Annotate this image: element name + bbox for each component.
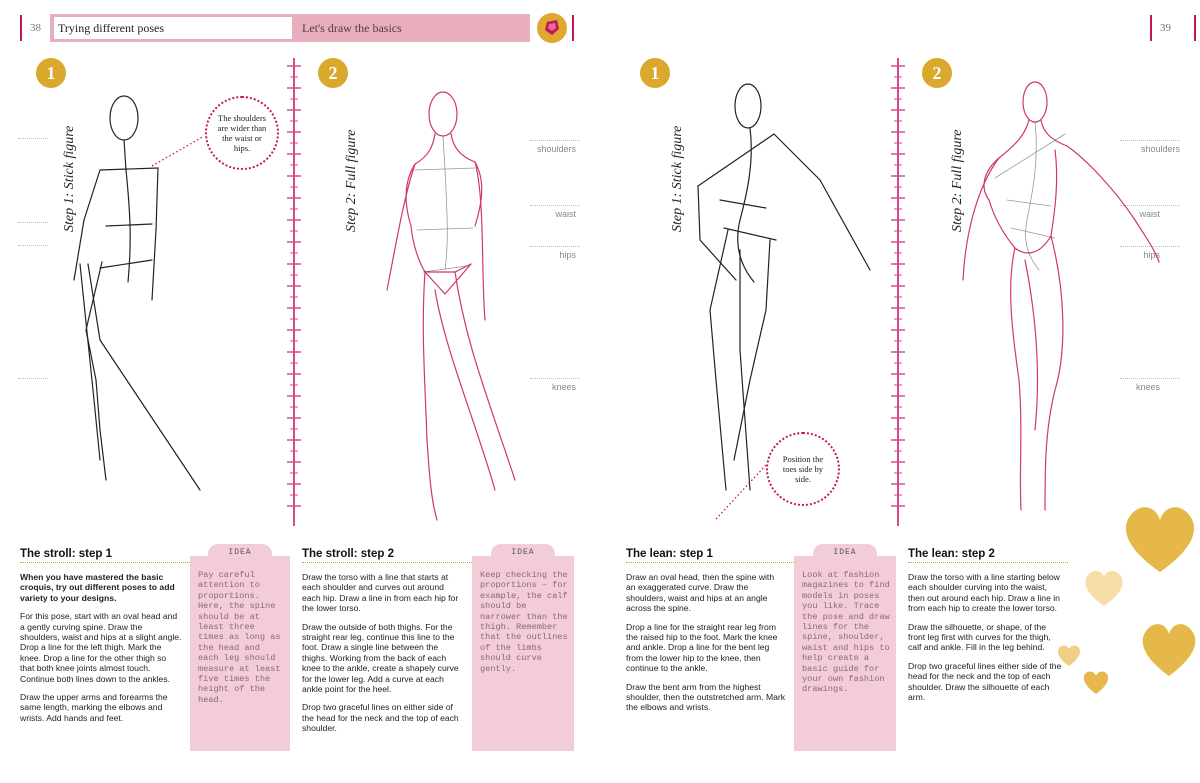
section-title-lean-1: The lean: step 1 [626,548,713,560]
guide-line [18,138,48,139]
paragraph: Draw the torso with a line that starts a… [302,572,459,614]
guide-line [530,140,580,141]
guide-shoulders: shoulders [1140,144,1180,154]
header-bar: Trying different poses Let's draw the ba… [50,14,530,42]
paragraph: Draw the outside of both thighs. For the… [302,621,459,695]
idea-tab: IDEA [813,544,877,564]
section-text-lean-2: Draw the torso with a line starting belo… [908,572,1064,710]
idea-tab: IDEA [208,544,272,564]
heart-decoration [1142,624,1196,676]
paragraph: Drop two graceful lines on either side o… [302,702,459,734]
paragraph: Draw an oval head, then the spine with a… [626,572,775,614]
idea-box: IDEA Look at fashion magazines to find m… [794,544,896,751]
guide-line [530,246,580,247]
guide-line [18,222,48,223]
measure-ruler [891,58,905,526]
heart-decoration [1083,671,1109,694]
full-figure-lean [962,81,1160,511]
guide-waist: waist [1139,209,1160,219]
header-title: Trying different poses [54,17,292,39]
section-rule [302,562,472,563]
guide-knees: knees [1135,382,1160,392]
section-title-lean-2: The lean: step 2 [908,548,995,560]
callout-pointer [151,135,205,167]
right-page: 39 1 2 Step 1: Stick figure Step 2: Full… [600,0,1200,783]
guide-waist: waist [555,209,576,219]
section-rule [908,562,1068,563]
callout-shoulders: The shoulders are wider than the waist o… [205,96,279,170]
paragraph: Draw the upper arms and forearms the sam… [20,692,168,723]
page-edge-mark [1194,15,1196,41]
heart-decoration [1125,507,1195,572]
heart-decoration [1085,570,1123,606]
page-number: 39 [1160,22,1171,34]
idea-text: Look at fashion magazines to find models… [802,570,890,695]
guide-line [18,245,48,246]
guide-line [1120,246,1180,247]
book-logo [537,13,567,43]
step-badge-1: 1 [640,58,670,88]
paragraph: Draw the silhouette, or shape, of the fr… [908,621,1051,653]
guide-line [1120,140,1180,141]
guide-line [18,378,48,379]
measure-ruler [287,58,301,526]
section-title-stroll-2: The stroll: step 2 [302,548,395,560]
guide-line [530,205,580,206]
full-figure-stroll [386,91,516,521]
guide-hips: hips [1143,250,1160,260]
paragraph: Draw the bent arm from the highest shoul… [626,681,786,713]
page-number: 38 [30,22,41,34]
callout-toes: Position the toes side by side. [766,432,840,506]
guide-hips: hips [559,250,576,260]
idea-tab: IDEA [491,544,555,564]
step-badge-1: 1 [36,58,66,88]
step-badge-2: 2 [318,58,348,88]
paragraph: Drop a line for the straight rear leg fr… [626,621,778,674]
paragraph: Draw the torso with a line starting belo… [908,572,1060,614]
section-text-stroll-2: Draw the torso with a line that starts a… [302,572,464,742]
guide-line [530,378,580,379]
guide-shoulders: shoulders [536,144,576,154]
page-edge-mark [572,15,574,41]
page-edge-mark [1150,15,1152,41]
step-badge-2: 2 [922,58,952,88]
page-edge-mark [20,15,22,41]
callout-pointer [715,464,767,520]
idea-text: Pay careful attention to proportions. He… [198,570,281,705]
idea-box-1: IDEA Pay careful attention to proportion… [190,544,290,751]
idea-text: Keep checking the proportions – for exam… [480,570,568,674]
stick-figure-lean [697,83,871,491]
guide-line [1120,205,1180,206]
lead-paragraph: When you have mastered the basic croquis… [20,572,175,603]
heart-decoration [1057,645,1081,666]
left-page: 38 Trying different poses Let's draw the… [18,13,580,751]
section-title-stroll-1: The stroll: step 1 [20,548,113,560]
section-text-stroll-1: When you have mastered the basic croquis… [20,572,182,731]
section-rule [626,562,796,563]
header-subtitle: Let's draw the basics [302,21,402,35]
section-text-lean-1: Draw an oval head, then the spine with a… [626,572,786,721]
paragraph: Drop two graceful lines either side of t… [908,660,1062,703]
guide-line [1120,378,1180,379]
stick-figure-stroll [73,95,201,491]
idea-box-2: IDEA Keep checking the proportions – for… [472,544,574,751]
paragraph: For this pose, start with an oval head a… [20,611,182,684]
guide-knees: knees [551,382,576,392]
section-rule [20,562,194,563]
